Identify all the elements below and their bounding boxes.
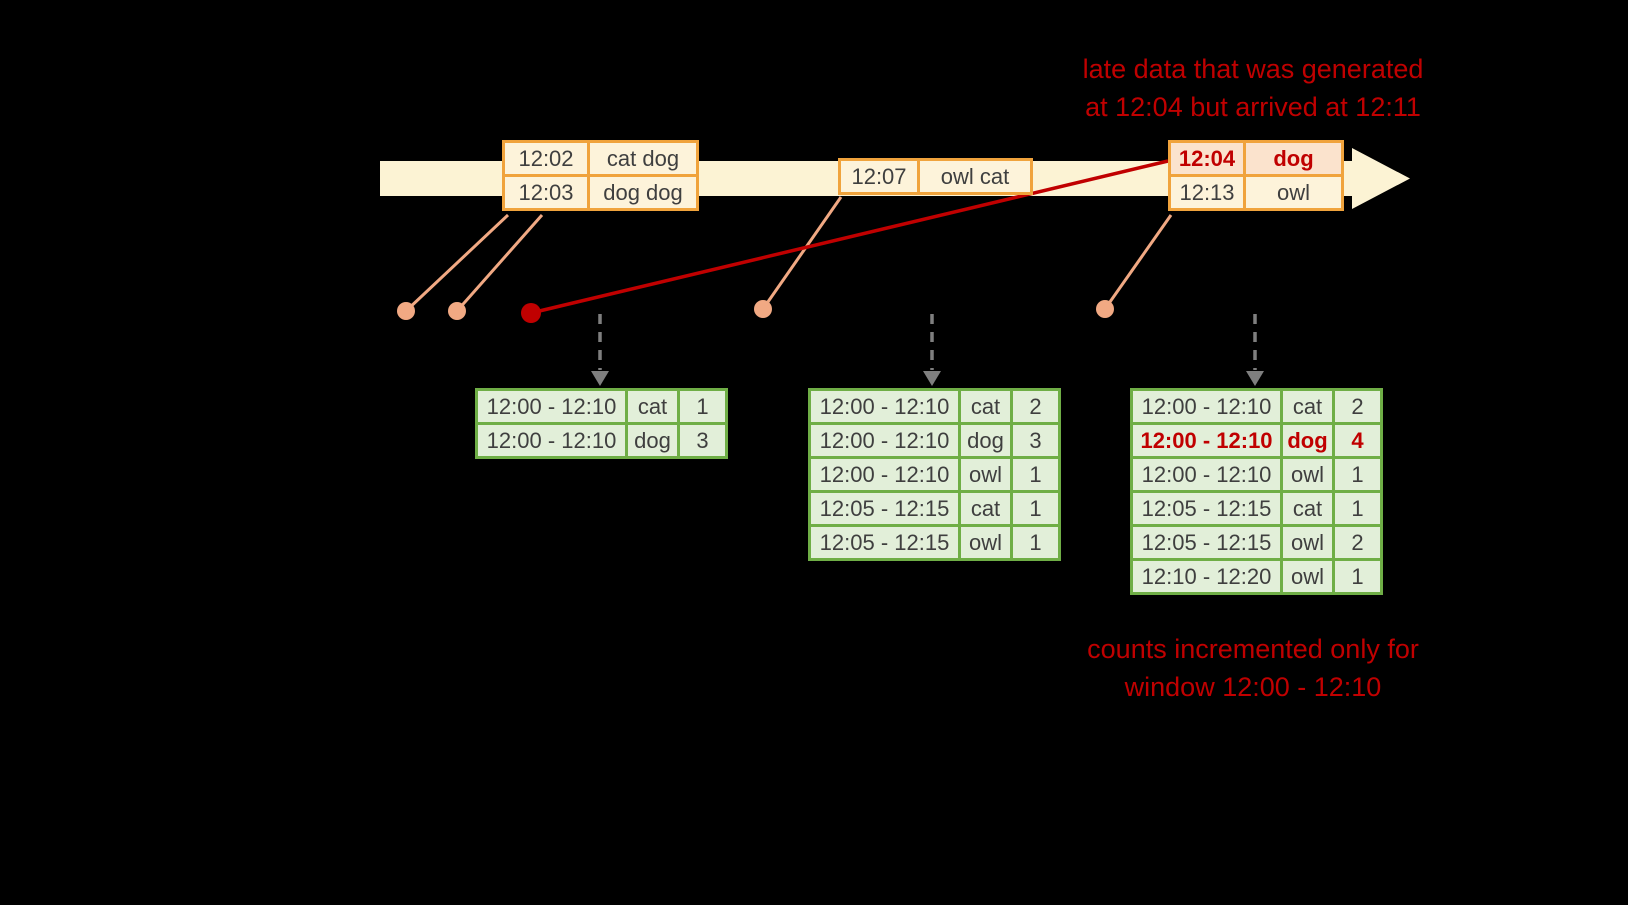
event-time-cell: 12:13 [1168,174,1246,211]
result-count-cell: 4 [1332,422,1383,459]
result-count-cell: 1 [1332,456,1383,493]
result-row: 12:00 - 12:10 cat 2 [808,388,1061,425]
late-data-line [530,159,1169,315]
event-dot [754,300,772,318]
result-row: 12:05 - 12:15 cat 1 [1130,490,1383,527]
result-count-cell: 1 [1010,456,1061,493]
event-words-cell: dog dog [587,174,699,211]
result-word-cell: cat [958,388,1013,425]
late-data-annotation-line2: at 12:04 but arrived at 12:11 [1085,92,1421,122]
result-word-cell: cat [958,490,1013,527]
counts-annotation-line2: window 12:00 - 12:10 [1124,672,1382,702]
result-word-cell: owl [958,524,1013,561]
dashed-arrow-head [923,371,941,386]
result-window-cell: 12:00 - 12:10 [808,388,961,425]
event-words-cell-late: dog [1243,140,1344,177]
event-time-cell: 12:03 [502,174,590,211]
result-count-cell: 1 [1332,558,1383,595]
dashed-arrow-head [591,371,609,386]
event-table-3: 12:04 dog 12:13 owl [1168,140,1344,211]
result-window-cell: 12:05 - 12:15 [1130,490,1283,527]
result-word-cell: owl [958,456,1013,493]
result-window-cell: 12:10 - 12:20 [1130,558,1283,595]
connector-line [404,213,510,313]
result-window-cell: 12:00 - 12:10 [1130,422,1283,459]
result-row: 12:00 - 12:10 cat 2 [1130,388,1383,425]
result-word-cell: cat [625,388,680,425]
late-data-annotation-line1: late data that was generated [1082,54,1424,84]
event-row: 12:07 owl cat [838,158,1033,195]
result-window-cell: 12:05 - 12:15 [1130,524,1283,561]
late-data-annotation: late data that was generated at 12:04 bu… [1028,50,1478,126]
connector-line [761,196,843,310]
result-window-cell: 12:00 - 12:10 [808,456,961,493]
result-row: 12:05 - 12:15 owl 2 [1130,524,1383,561]
result-row: 12:00 - 12:10 dog 3 [475,422,728,459]
result-window-cell: 12:00 - 12:10 [475,388,628,425]
result-word-cell: dog [625,422,680,459]
result-row: 12:00 - 12:10 owl 1 [1130,456,1383,493]
result-row: 12:10 - 12:20 owl 1 [1130,558,1383,595]
event-words-cell: cat dog [587,140,699,177]
result-count-cell: 2 [1332,388,1383,425]
event-words-cell: owl cat [917,158,1033,195]
event-row: 12:02 cat dog [502,140,699,177]
event-row-late: 12:04 dog [1168,140,1344,177]
result-count-cell: 3 [1010,422,1061,459]
connector-line [455,214,544,312]
result-window-cell: 12:00 - 12:10 [808,422,961,459]
event-time-cell-late: 12:04 [1168,140,1246,177]
result-row: 12:00 - 12:10 owl 1 [808,456,1061,493]
result-window-cell: 12:05 - 12:15 [808,524,961,561]
result-word-cell: cat [1280,388,1335,425]
result-window-cell: 12:00 - 12:10 [475,422,628,459]
event-dot [397,302,415,320]
connector-line [1103,214,1173,310]
result-count-cell: 1 [677,388,728,425]
result-word-cell: owl [1280,558,1335,595]
result-count-cell: 2 [1010,388,1061,425]
result-word-cell: dog [958,422,1013,459]
event-dot [1096,300,1114,318]
counts-annotation: counts incremented only for window 12:00… [1028,630,1478,706]
result-count-cell: 1 [1010,490,1061,527]
result-word-cell: owl [1280,456,1335,493]
event-words-cell: owl [1243,174,1344,211]
result-table-2: 12:00 - 12:10 cat 2 12:00 - 12:10 dog 3 … [808,388,1061,561]
result-window-cell: 12:05 - 12:15 [808,490,961,527]
result-word-cell: dog [1280,422,1335,459]
result-count-cell: 1 [1332,490,1383,527]
result-row: 12:05 - 12:15 cat 1 [808,490,1061,527]
result-row-highlight: 12:00 - 12:10 dog 4 [1130,422,1383,459]
event-table-2: 12:07 owl cat [838,158,1033,195]
result-table-3: 12:00 - 12:10 cat 2 12:00 - 12:10 dog 4 … [1130,388,1383,595]
dashed-arrow-head [1246,371,1264,386]
event-time-cell: 12:02 [502,140,590,177]
result-table-1: 12:00 - 12:10 cat 1 12:00 - 12:10 dog 3 [475,388,728,459]
event-row: 12:13 owl [1168,174,1344,211]
result-count-cell: 1 [1010,524,1061,561]
result-row: 12:00 - 12:10 dog 3 [808,422,1061,459]
late-event-dot [521,303,541,323]
result-window-cell: 12:00 - 12:10 [1130,456,1283,493]
result-word-cell: owl [1280,524,1335,561]
event-dot [448,302,466,320]
result-count-cell: 3 [677,422,728,459]
result-word-cell: cat [1280,490,1335,527]
event-time-cell: 12:07 [838,158,920,195]
counts-annotation-line1: counts incremented only for [1087,634,1419,664]
result-row: 12:00 - 12:10 cat 1 [475,388,728,425]
result-row: 12:05 - 12:15 owl 1 [808,524,1061,561]
event-row: 12:03 dog dog [502,174,699,211]
result-window-cell: 12:00 - 12:10 [1130,388,1283,425]
event-table-1: 12:02 cat dog 12:03 dog dog [502,140,699,211]
result-count-cell: 2 [1332,524,1383,561]
